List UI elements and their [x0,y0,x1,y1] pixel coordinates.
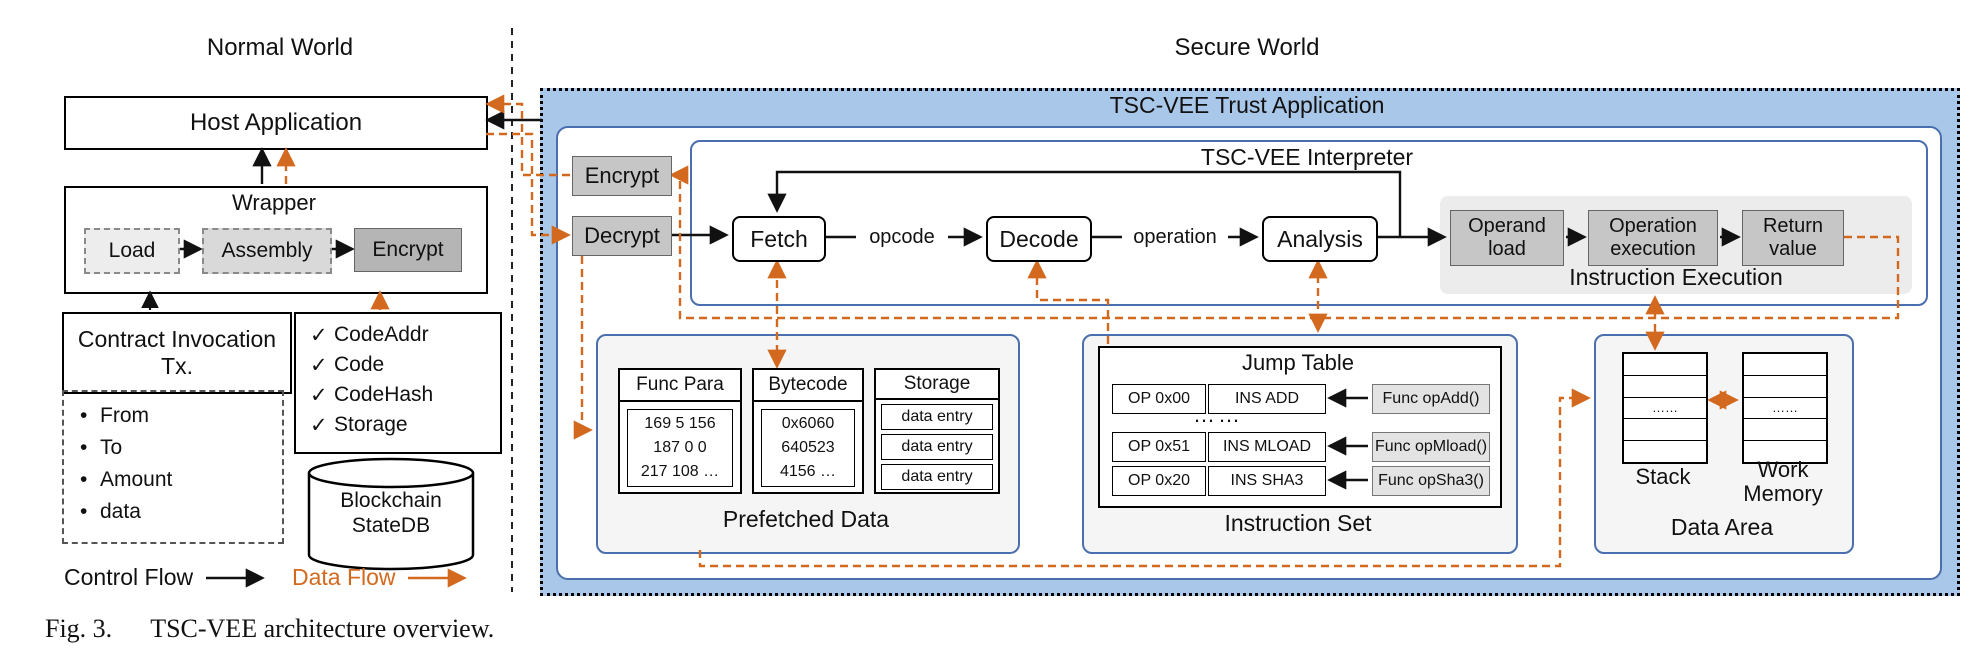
jump-table-ellipsis: …… [1193,402,1243,427]
bytecode-box: Bytecode 0x6060 640523 4156 … [752,368,864,494]
statedb-cylinder [306,456,476,572]
interpreter-title: TSC-VEE Interpreter [1200,144,1414,170]
stack-cell [1624,354,1706,375]
func-cell: Func opAdd() [1372,384,1490,414]
checklist-item: ✓ CodeAddr [310,320,500,350]
caption-text: TSC-VEE architecture overview. [150,614,495,643]
contract-field-label: To [100,436,123,459]
func-cell: Func opMload() [1372,432,1490,462]
func-para-box: Func Para 169 5 156 187 0 0 217 108 … [618,368,742,494]
func-cell: Func opSha3() [1372,466,1490,496]
work-memory-cell [1744,354,1826,375]
bullet-icon: • [80,436,88,459]
instruction-execution-label: Instruction Execution [1569,264,1783,290]
bullet-icon: • [80,500,88,523]
checklist-label: Code [334,353,385,376]
jump-table-title: Jump Table [1241,350,1355,375]
contract-field-label: Amount [100,468,173,491]
func-para-values: 169 5 156 187 0 0 217 108 … [627,409,733,487]
stack-ellipsis: …… [1624,396,1706,419]
contract-field: • data [80,496,282,528]
ins-cell: INS SHA3 [1208,466,1326,496]
operand-load-box: Operand load [1450,210,1564,266]
func-para-line: 169 5 156 [644,415,716,432]
decode-box: Decode [986,216,1092,262]
return-value-box: Return value [1742,210,1844,266]
op-code-cell: OP 0x51 [1112,432,1206,462]
func-para-title: Func Para [620,370,740,402]
prefetched-data-label: Prefetched Data [722,506,890,532]
contract-field: • From [80,400,282,432]
stack-table: …… [1622,352,1708,464]
work-memory-table: …… [1742,352,1828,464]
stack-cell [1624,440,1706,462]
op-code-cell: OP 0x20 [1112,466,1206,496]
work-memory-ellipsis: …… [1744,396,1826,419]
work-memory-cell [1744,440,1826,462]
secure-world-title: Secure World [1174,34,1320,61]
bytecode-line: 4156 … [779,463,837,480]
figure-caption: Fig. 3. TSC-VEE architecture overview. [45,614,494,644]
instruction-set-label: Instruction Set [1224,510,1372,536]
database-icon [307,457,475,571]
contract-field: • To [80,432,282,464]
wrapper-step-assembly: Assembly [202,228,332,274]
operation-label: operation [1122,224,1228,250]
contract-invocation-box: Contract Invocation Tx. [62,312,292,394]
opcode-label: opcode [856,224,948,250]
check-icon: ✓ [310,413,328,437]
checklist-item: ✓ Storage [310,410,500,440]
contract-fields-box: • From • To • Amount • data [62,390,284,544]
work-memory-label: Work Memory [1743,457,1823,506]
caption-fig-label: Fig. 3. [45,614,113,643]
host-application-box: Host Application [64,96,488,150]
wrapper-title: Wrapper [232,190,316,215]
fetch-box: Fetch [732,216,826,262]
bullet-icon: • [80,468,88,491]
func-para-line: 187 0 0 [653,439,707,456]
check-icon: ✓ [310,383,328,407]
checklist-item: ✓ Code [310,350,500,380]
normal-world-title: Normal World [206,34,354,61]
statedb-label: Blockchain StateDB [340,489,442,538]
checklist-label: CodeAddr [334,323,429,346]
storage-entry: data entry [881,464,993,490]
checklist-label: CodeHash [334,383,434,406]
encrypt-box: Encrypt [572,156,672,196]
bytecode-line: 640523 [781,439,835,456]
bytecode-line: 0x6060 [781,415,835,432]
data-area-label: Data Area [1670,514,1774,540]
bytecode-title: Bytecode [754,370,862,402]
bytecode-values: 0x6060 640523 4156 … [761,409,855,487]
operation-execution-box: Operation execution [1588,210,1718,266]
storage-title: Storage [876,370,998,400]
storage-entry: data entry [881,404,993,430]
decrypt-box: Decrypt [572,216,672,256]
wrapper-step-load: Load [84,228,180,274]
storage-entry: data entry [881,434,993,460]
check-icon: ✓ [310,323,328,347]
trust-application-title: TSC-VEE Trust Application [1109,92,1385,118]
work-memory-cell [1744,374,1826,397]
code-checklist-box: ✓ CodeAddr ✓ Code ✓ CodeHash ✓ Storage [294,312,502,454]
bullet-icon: • [80,404,88,427]
stack-cell [1624,374,1706,397]
stack-cell [1624,418,1706,440]
checklist-item: ✓ CodeHash [310,380,500,410]
legend-data-flow-label: Data Flow [292,564,396,590]
ins-cell: INS MLOAD [1208,432,1326,462]
wrapper-step-encrypt: Encrypt [354,228,462,272]
legend-control-flow-label: Control Flow [64,564,194,590]
contract-field: • Amount [80,464,282,496]
work-memory-cell [1744,418,1826,440]
analysis-box: Analysis [1262,216,1378,262]
func-para-line: 217 108 … [640,463,720,480]
contract-field-label: data [100,500,141,523]
stack-label: Stack [1635,464,1691,489]
contract-field-label: From [100,404,149,427]
checklist-label: Storage [334,413,408,436]
check-icon: ✓ [310,353,328,377]
storage-box: Storage data entry data entry data entry [874,368,1000,494]
